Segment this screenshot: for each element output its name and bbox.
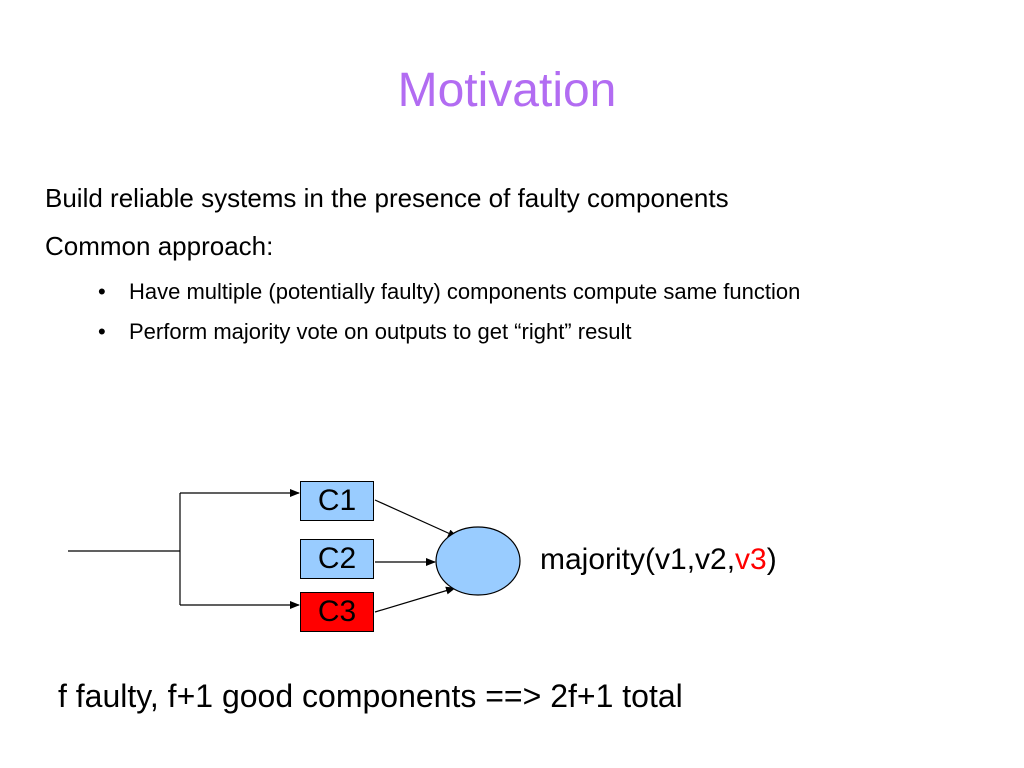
main-point-reliable-systems: Build reliable systems in the presence o…: [45, 183, 729, 213]
component-c3-faulty-box: C3: [300, 592, 374, 632]
sub-bullet-text: Perform majority vote on outputs to get …: [129, 319, 632, 344]
majority-suffix-text: ): [766, 543, 777, 576]
slide-title: Motivation: [397, 64, 617, 117]
sub-bullet-majority-vote: • Perform majority vote on outputs to ge…: [0, 315, 919, 349]
sub-bullet-list: • Have multiple (potentially faulty) com…: [0, 275, 919, 355]
majority-function-label: majority(v1,v2,v3): [540, 540, 777, 580]
component-c2-box: C2: [300, 539, 374, 579]
bullet-dot-icon: •: [98, 319, 106, 344]
majority-voter-node: [435, 526, 521, 596]
component-c1-box: C1: [300, 481, 374, 521]
sub-bullet-multiple-components: • Have multiple (potentially faulty) com…: [0, 275, 919, 309]
output-arrow-c3: [374, 586, 456, 613]
fault-tolerance-formula: f faulty, f+1 good components ==> 2f+1 t…: [58, 678, 683, 714]
output-arrow-c1: [374, 499, 458, 538]
majority-prefix-text: majority(v1,v2,: [540, 543, 736, 576]
bullet-dot-icon: •: [98, 279, 106, 304]
main-point-common-approach: Common approach:: [45, 231, 274, 261]
sub-bullet-text: Have multiple (potentially faulty) compo…: [129, 279, 801, 304]
majority-faulty-value: v3: [735, 543, 767, 576]
